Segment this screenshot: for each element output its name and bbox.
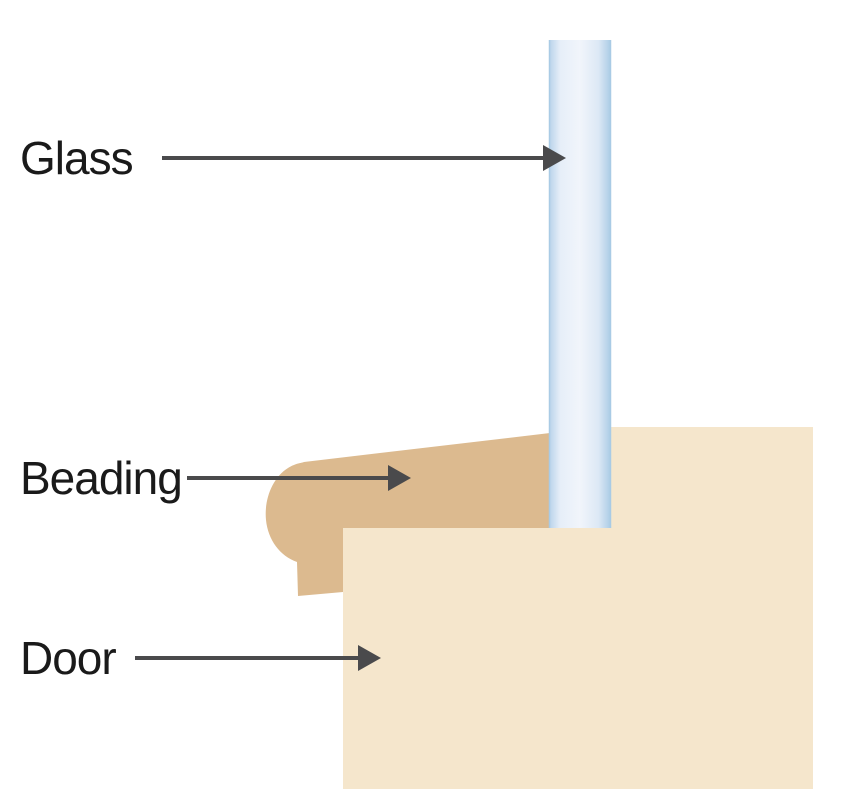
glass-label: Glass: [20, 132, 133, 184]
beading-shape: [265, 433, 550, 596]
beading-arrow-head: [388, 465, 411, 491]
door-rebate: [609, 427, 813, 530]
glass-arrow-head: [543, 145, 566, 171]
door-label: Door: [20, 632, 116, 684]
glass-pane: [549, 40, 611, 528]
beading-label: Beading: [20, 452, 182, 504]
door-body: [343, 528, 813, 789]
door-arrow-head: [358, 645, 381, 671]
